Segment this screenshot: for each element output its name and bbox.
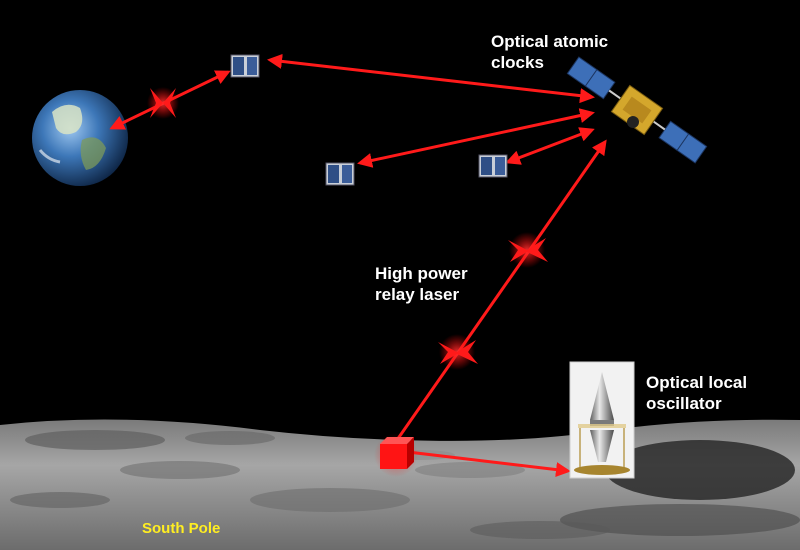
optical-atomic-clocks-label: Optical atomic clocks — [491, 31, 608, 73]
laser-beam-gps-cubesat-3 — [505, 127, 595, 165]
south-pole-label: South Pole — [142, 520, 221, 537]
label-line: oscillator — [646, 394, 722, 413]
earth-icon — [32, 90, 128, 186]
label-line: relay laser — [375, 285, 460, 304]
laser-pulse-icon — [508, 232, 548, 268]
cubesat-icon — [478, 154, 508, 178]
optical-cavity-icon — [569, 361, 635, 479]
laser-beam-gps-cubesat-2 — [357, 108, 595, 168]
label-line: clocks — [491, 53, 544, 72]
laser-beam-ground-oscillator — [407, 450, 571, 478]
laser-pulse-icon — [147, 87, 179, 119]
cubesat-icon — [230, 54, 260, 78]
laser-beam-cubesat-gps — [267, 53, 595, 104]
relay-laser-label: High power relay laser — [375, 263, 468, 305]
label-line: High power — [375, 264, 468, 283]
laser-pulse-icon — [438, 334, 478, 370]
label-line: Optical atomic — [491, 32, 609, 51]
laser-beam-relay-up — [395, 139, 607, 441]
label-line: Optical local — [646, 373, 748, 392]
red-cube-icon — [374, 433, 418, 477]
optical-local-oscillator-label: Optical local oscillator — [646, 372, 747, 414]
satellite-icon — [566, 56, 708, 164]
cubesat-icon — [325, 162, 355, 186]
